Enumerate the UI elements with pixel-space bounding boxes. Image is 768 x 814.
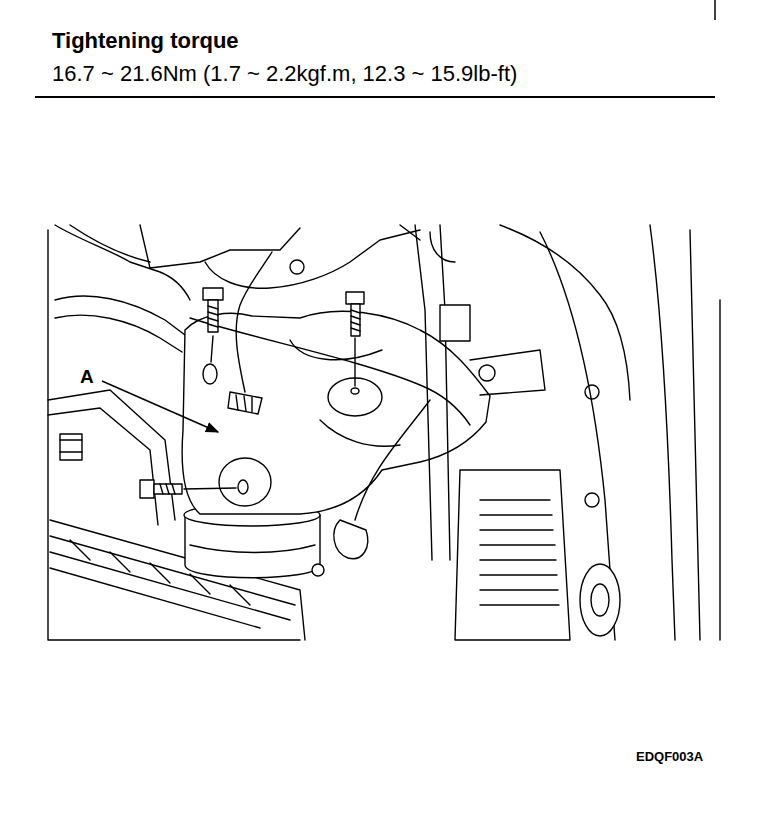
torque-value: 16.7 ~ 21.6Nm (1.7 ~ 2.2kgf.m, 12.3 ~ 15… [52,61,517,86]
callout-arrow [102,381,218,432]
part-letter: A [80,366,94,388]
view-edge [690,230,720,640]
pulley [591,584,609,616]
plug-wire [355,400,430,520]
alternator [455,470,570,640]
bolt-thread [351,310,360,331]
sensor-wire [236,252,272,392]
engine-mount [48,408,158,525]
plug-boot [334,520,368,559]
dipstick-tube [415,225,450,560]
shield-boss [219,458,271,506]
exhaust-tube [55,315,182,352]
nut [312,564,324,576]
mount-nut [60,440,82,452]
nut [479,365,495,381]
converter-seam [190,545,315,553]
bolt-shaft [208,300,218,332]
alternator-fins [480,500,559,605]
header-rule [35,96,715,98]
mount-nut [60,434,82,460]
bolt-hole [351,388,359,394]
bolt-shaft [154,484,182,494]
nut [585,385,599,399]
engine-block [500,225,630,400]
manifold-flange [205,230,420,288]
engine-block [650,225,675,640]
bracket [470,350,545,395]
leader-line [354,338,355,386]
corner-tick [714,0,716,20]
bolt-shaft [351,304,360,336]
shield-contour [290,340,382,360]
bracket [400,225,455,262]
shield-contour [320,420,400,446]
bolt-head [203,288,223,300]
upper-bracket [140,225,300,268]
bolt-head [140,480,154,498]
bolt-thread [160,484,175,494]
oxygen-sensor [228,392,262,414]
leader-line [211,336,213,362]
nut [290,260,304,274]
radiator-hose [70,225,150,262]
leader-line [184,488,236,489]
nut [585,493,599,507]
radiator-hose [55,225,190,300]
heading: Tightening torque [52,28,239,53]
pulley [580,564,620,636]
connector [440,305,470,341]
bolt-hole [238,480,248,494]
bolt-thread [208,306,218,327]
bolt-hole [203,364,217,384]
oxygen-sensor [236,395,252,412]
figure-code: EDQF003A [636,750,703,765]
heat-shield [182,311,490,514]
bolt-head [346,292,364,304]
